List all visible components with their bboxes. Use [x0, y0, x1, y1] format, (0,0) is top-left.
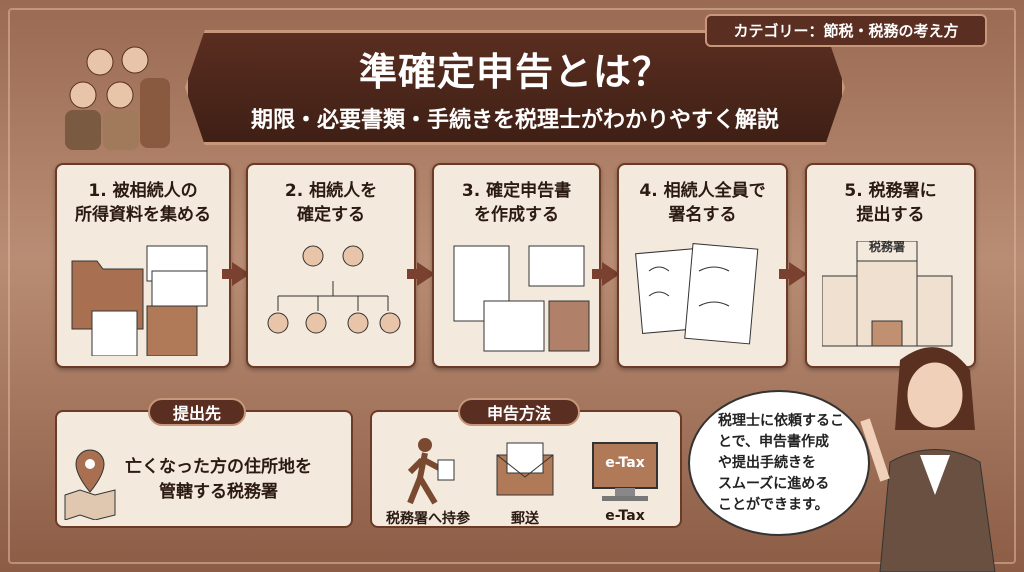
- tax-accountant-illustration: [860, 347, 996, 572]
- family-tree-icon: [267, 245, 401, 334]
- documents-icon: [71, 245, 208, 356]
- arrow-icon: [592, 262, 620, 286]
- step-label: 1. 被相続人の 所得資料を集める: [75, 181, 211, 225]
- building-sign: 税務署: [868, 240, 905, 254]
- step-label: 3. 確定申告書 を作成する: [461, 181, 572, 225]
- etax-screen-text: e-Tax: [605, 455, 645, 471]
- step-card-3: 3. 確定申告書 を作成する: [432, 163, 601, 368]
- envelope-icon: [496, 442, 554, 496]
- walking-person-icon: [407, 438, 455, 505]
- arrow-icon: [779, 262, 807, 286]
- step-card-5: 5. 税務署に 提出する 税務署: [805, 163, 976, 368]
- speech-text: 税理士に依頼するこ とで、申告書作成 や提出手続きを スムーズに進める ことがで…: [718, 412, 844, 513]
- page-subtitle: 期限・必要書類・手続きを税理士がわかりやすく解説: [250, 108, 779, 133]
- step-label: 2. 相続人を 確定する: [284, 181, 378, 225]
- submit-to-text: 亡くなった方の住所地を 管轄する税務署: [125, 457, 312, 502]
- method-label-carry: 税務署へ持参: [386, 511, 470, 527]
- arrow-icon: [222, 262, 250, 286]
- step-card-1: 1. 被相続人の 所得資料を集める: [55, 163, 231, 368]
- step-label: 5. 税務署に 提出する: [844, 181, 937, 225]
- signing-documents-icon: [635, 243, 759, 345]
- title-banner: 準確定申告とは？ 期限・必要書類・手続きを税理士がわかりやすく解説: [185, 30, 845, 145]
- arrow-icon: [407, 262, 435, 286]
- speech-bubble: 税理士に依頼するこ とで、申告書作成 や提出手続きを スムーズに進める ことがで…: [688, 390, 870, 536]
- step-card-2: 2. 相続人を 確定する: [246, 163, 416, 368]
- family-illustration: [65, 46, 170, 150]
- page-title: 準確定申告とは？: [358, 50, 671, 94]
- computer-icon: [592, 442, 658, 501]
- method-label-etax: e-Tax: [605, 508, 645, 524]
- map-pin-icon: [64, 449, 116, 520]
- submit-to-heading: 提出先: [148, 398, 246, 426]
- step-label: 4. 相続人全員で 署名する: [639, 181, 766, 225]
- decorative-frame: [8, 8, 1016, 564]
- step-card-4: 4. 相続人全員で 署名する: [617, 163, 788, 368]
- filing-method-heading: 申告方法: [458, 398, 580, 426]
- method-label-mail: 郵送: [511, 511, 539, 527]
- category-badge: カテゴリー：節税・税務の考え方: [705, 14, 987, 47]
- tax-office-building-icon: [822, 241, 953, 347]
- form-and-computer-icon: [453, 245, 590, 352]
